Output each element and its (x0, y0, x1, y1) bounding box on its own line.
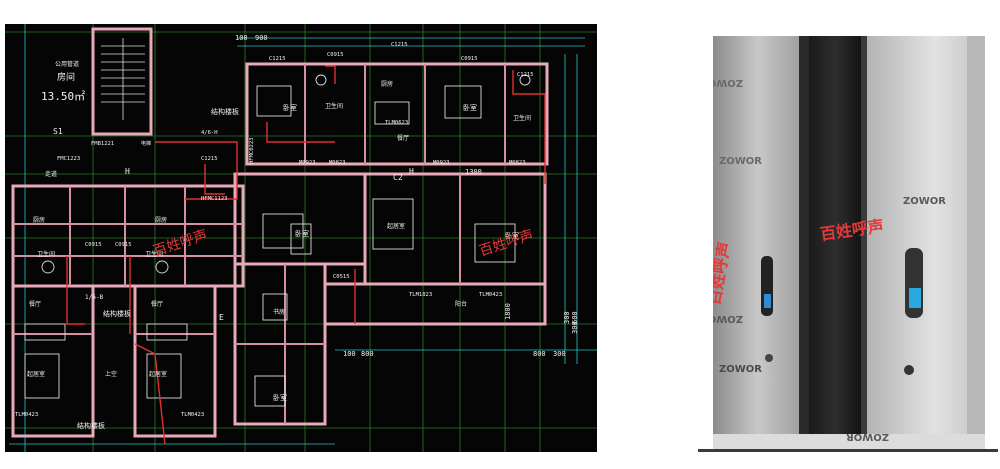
room-label-bedroom: 卧室 (283, 103, 297, 112)
stair-symbol (101, 38, 145, 120)
dimension-bottom: 800 (361, 350, 374, 358)
room-label-study: 书房 (273, 308, 285, 316)
door-label: HFMC1123 (201, 196, 228, 202)
floor-strip (713, 434, 985, 449)
room-label-bathroom: 卫生间 (513, 114, 531, 122)
room-label-living: 起居室 (27, 370, 45, 378)
right-frame-edge (861, 36, 867, 449)
door-label: FMB1221 (91, 141, 114, 147)
dimension-top: 1300 (465, 168, 482, 176)
door-label: TLM0623 (385, 120, 408, 126)
window-label: C1215 (517, 72, 534, 78)
brand-text: ZOWOR (713, 77, 743, 88)
photo-image: ZOWORZOWORZOWORZOWORZOWORZOWOR百姓呼声百姓呼声 (713, 36, 985, 449)
window-label: C0915 (327, 52, 344, 58)
room-label-kitchen: 厨房 (33, 216, 45, 224)
screw-left (765, 354, 773, 362)
room-label-balcony: 阳台 (455, 300, 467, 308)
dimension-bottom: 300 (553, 350, 566, 358)
door-label: TLM0423 (479, 292, 502, 298)
brand-text: ZOWOR (719, 156, 762, 167)
grid-mark-h: H (125, 167, 130, 176)
grid-mark-e: E (219, 313, 224, 322)
dimension-right: 300 (563, 311, 571, 324)
dimension-right: 600 (571, 311, 579, 324)
room-label-bathroom: 卫生间 (325, 102, 343, 110)
door-label: TLM0423 (15, 412, 38, 418)
annotation-structural-slab: 结构楼板 (211, 107, 239, 116)
dimension-bottom: 800 (533, 350, 546, 358)
door-label: M0923 (299, 160, 316, 166)
room-label-dining: 餐厅 (151, 300, 163, 308)
room-label-bedroom: 卧室 (273, 393, 287, 402)
room-label-kitchen: 厨房 (381, 80, 393, 88)
room-area-label: 房间 (57, 71, 75, 83)
blue-sticker-right (909, 288, 921, 308)
brand-text: ZOWOR (713, 313, 743, 324)
room-label-kitchen: 厨房 (155, 216, 167, 224)
grid-mark-h: H (409, 167, 414, 176)
room-label-dining: 餐厅 (397, 134, 409, 142)
left-wall-panel (713, 36, 803, 449)
door-label: HFMC0223 (249, 138, 255, 165)
window-label: C0915 (85, 242, 102, 248)
annotation-s1: S1 (53, 127, 63, 136)
left-frame-edge (799, 36, 809, 449)
door-label: TLM0423 (181, 412, 204, 418)
door-label: M0823 (509, 160, 526, 166)
annotation-axis: 4/6-H (201, 130, 218, 136)
dimension-top: 900 (255, 34, 268, 42)
dark-pillar (809, 36, 861, 449)
photo-drawing: ZOWORZOWORZOWORZOWORZOWORZOWOR百姓呼声百姓呼声 (713, 36, 985, 449)
room-label-bathroom: 卫生间 (145, 250, 163, 258)
room-label-living: 起居室 (387, 222, 405, 230)
window-label: C0915 (461, 56, 478, 62)
watermark-text: 百姓呼声 (151, 227, 209, 260)
far-right-panel (967, 36, 985, 449)
inner-walls (13, 64, 506, 424)
room-label-living: 起居室 (149, 370, 167, 378)
room-label-upper: 上空 (105, 370, 117, 378)
furniture (24, 74, 531, 407)
brand-text: ZOWOR (846, 431, 889, 442)
screw-right (904, 365, 914, 375)
annotation-structural-slab: 结构楼板 (77, 421, 105, 430)
dimension-top: 100 (235, 34, 248, 42)
room-label-bathroom: 卫生间 (37, 250, 55, 258)
room-label-dining: 餐厅 (29, 300, 41, 308)
brand-text: ZOWOR (719, 364, 762, 375)
door-label: M0923 (433, 160, 450, 166)
dimension-right: 1800 (504, 303, 512, 320)
blue-sticker-left (764, 294, 771, 308)
photo-baseline (698, 449, 998, 452)
room-area-value: 13.50㎡ (41, 90, 85, 103)
door-label: FMC1223 (57, 156, 80, 162)
brand-text: ZOWOR (903, 196, 946, 207)
room-label-stair: 电梯 (141, 140, 151, 147)
right-wall-panel (861, 36, 985, 449)
annotation-axis: 1/6-B (85, 294, 103, 301)
annotation-structural-slab: 结构楼板 (103, 309, 131, 318)
photo-labels: ZOWORZOWORZOWORZOWORZOWORZOWOR百姓呼声百姓呼声 (713, 77, 946, 442)
dimension-bottom: 100 (343, 350, 356, 358)
room-label-bedroom: 卧室 (463, 103, 477, 112)
room-label-corridor: 走道 (45, 170, 57, 178)
walls (11, 27, 549, 438)
window-label: C0515 (333, 274, 350, 280)
room-label-bedroom: 卧室 (295, 229, 309, 238)
door-label: M0823 (329, 160, 346, 166)
door-label: TLM1823 (409, 292, 432, 298)
window-label: C0915 (115, 242, 132, 248)
dimension-right: 300 (571, 321, 579, 334)
window-label: C2 (393, 173, 403, 182)
room-label-bedroom: 卧室 (505, 231, 519, 240)
room-area-sub-label: 公用管道 (55, 60, 79, 68)
window-label: C1215 (391, 42, 408, 48)
pipes (66, 65, 546, 445)
window-label: C1215 (269, 56, 286, 62)
window-label: C1215 (201, 156, 218, 162)
